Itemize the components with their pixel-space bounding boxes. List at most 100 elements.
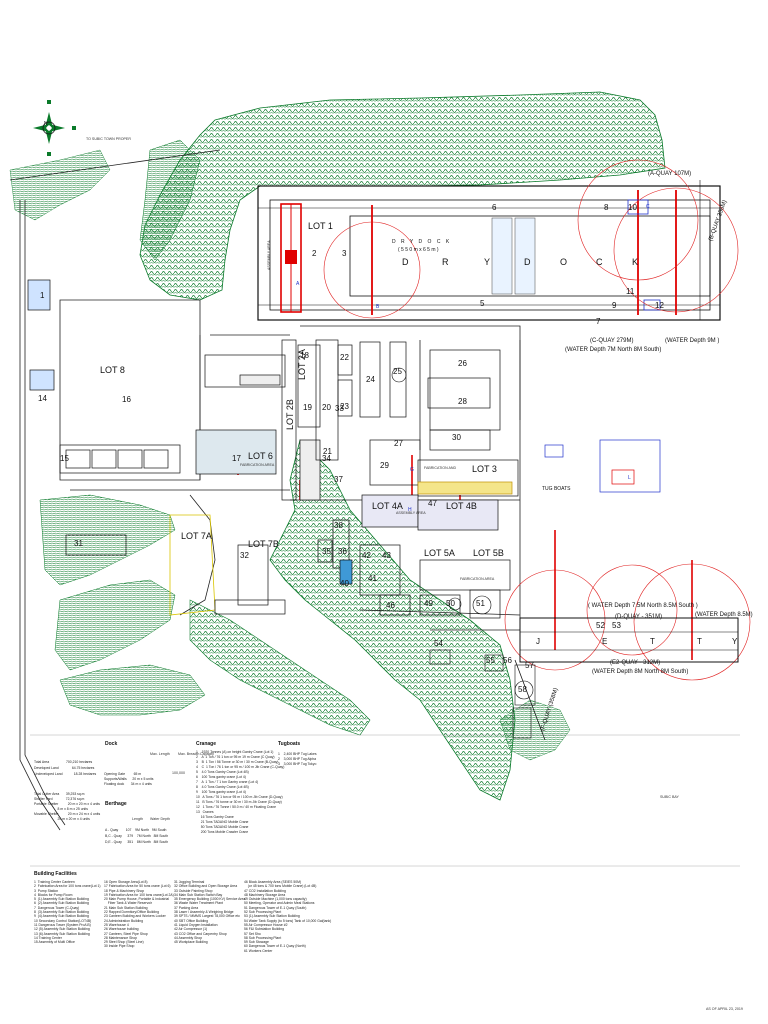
wharf-letter-t1: T	[650, 637, 655, 646]
dock-area-row-1: Total Area 700,210 hectares	[34, 760, 93, 764]
building-facility-item: 59 Sub Stowage	[244, 940, 269, 945]
building-header: Building Facilities	[34, 871, 77, 877]
num-19: 19	[303, 403, 312, 412]
lot-5b-label: LOT 5B	[473, 548, 504, 558]
num-41: 41	[368, 574, 377, 583]
drydock	[257, 180, 721, 321]
building-facility-item: 53 (1) Assembly Sub Station Building	[244, 914, 300, 919]
num-38: 38	[334, 521, 343, 530]
dock-capacity: 100,000	[172, 771, 185, 775]
num-55: 56	[503, 656, 512, 665]
building-facility-item: 24 Administration Building	[104, 918, 144, 923]
extra-row-1: Total Cutter Area 39,253 sq.m	[34, 792, 85, 796]
building-facility-item: 9 (4) Assembly Sub Station Building	[34, 914, 89, 919]
num-18: 18	[300, 351, 309, 360]
lot-7b-label: LOT 7B	[248, 539, 279, 549]
building-facility-item: 43 CO2 Office and Carpentry Shop	[174, 931, 227, 936]
building-facility-item: 6 (2) Assembly Sub Station Building	[34, 901, 89, 906]
building-facility-item: 20 Main Pump House, Portable & Industria…	[104, 897, 170, 902]
drydock-size: ( 5 5 0 m x 6 5 m )	[398, 247, 439, 253]
north-label: N	[44, 121, 48, 127]
drydock-title: D R Y D O C K	[392, 239, 452, 245]
num-42: 42	[362, 551, 371, 560]
building-facility-item: 39 SPTS / MMMS Largest 78,000 Office etc	[174, 914, 240, 919]
building-facility-item: 61 Workers Center	[244, 948, 273, 953]
tugboat-row-3: 3 3,000 BHP Tug Tokyo	[278, 762, 317, 766]
dock-col-length: Max. Length	[150, 752, 170, 756]
lot-1-label: LOT 1	[308, 221, 333, 231]
roads	[9, 149, 521, 831]
building-facility-item: 28 Maintenance Shop	[104, 935, 137, 940]
building-facility-item: 44 Assembly Shop	[174, 935, 203, 940]
drydock-letter-y: Y	[484, 257, 491, 267]
building-facility-item: 58 Sub Processing Plant	[244, 935, 282, 940]
building-facility-item: 27 Canteen, Steel Pipe Shop	[104, 931, 148, 936]
dock-spec-1: Opening Gate 65 m	[104, 772, 142, 776]
building-facility-item: 11 Dangerous Tower (System Pro/LB)	[34, 922, 91, 927]
building-facility-item: 17 Fabrication Area for 50 tons crane (L…	[104, 884, 171, 889]
building-facility-item: 41 Liquid Oxygen Installation	[174, 922, 218, 927]
num-31: 31	[74, 539, 83, 548]
cranage-row-10: 10 A Tons / 76 1 ton or 95 m / 100 m Jib…	[196, 795, 283, 799]
num-15: 15	[60, 454, 69, 463]
building-facility-item: 57 Set Sho	[244, 931, 261, 936]
num-25: 25	[393, 367, 402, 376]
num-29: 29	[380, 461, 389, 470]
building-facility-item: 40 SBT Office Building	[174, 918, 208, 923]
building-facility-item: 51 Dangerous Tower of E-1 Quay (South)	[244, 905, 307, 910]
fabrication-area-lot5: FABRICATION AREA	[460, 577, 495, 581]
quay-letter-h: H	[408, 507, 412, 513]
num-16: 16	[122, 395, 131, 404]
cranage-header: Cranage	[196, 741, 217, 747]
tug-boats-label: TUG BOATS	[542, 486, 571, 492]
building-facility-item: 25 Warehouse 4	[104, 922, 129, 927]
cranage-row-5: 5 4.0 Tons Gantry Crane (Lot 4B)	[196, 770, 249, 774]
building-facility-item: 55 Air Compressor House #2	[244, 922, 288, 927]
building-facility-item: 49 Outside Machine (1,000 tons capacity)	[244, 897, 307, 902]
quay-letter-l: L	[628, 475, 631, 481]
extra-row-3: Portable Shelter 20 m x 20 m x 4 units	[34, 802, 100, 806]
left-buildings	[27, 279, 407, 615]
building-facility-item: 54 Water Tank Supply (to 5 tons) Tank of…	[244, 918, 332, 923]
num-54: 55	[486, 656, 495, 665]
building-facility-item: 21 Main Sub Station Building	[104, 905, 148, 910]
dock-area-row-2: Developed Land 64.75 hectares	[34, 766, 95, 770]
tanks	[391, 367, 534, 700]
building-facility-item: 33 Outside Painting Shop	[174, 888, 213, 893]
cranage-row-14: 16 Tons Gantry Crane	[196, 815, 234, 819]
building-facility-item: 47 CO2 Installation Building	[244, 888, 286, 893]
num-9: 9	[612, 301, 617, 310]
legend-dock: Dock	[105, 742, 117, 747]
building-list-col-2: 16 Open Storage Area(Lot 8)17 Fabricatio…	[104, 880, 174, 949]
building-facility-item: 5 (1) Assembly Sub Station Building	[34, 897, 89, 902]
assembly-area-lot4: ASSEMBLY AREA	[396, 511, 426, 515]
wharf-letter-y: Y	[732, 637, 738, 646]
tugboats-header: Tugboats	[278, 741, 301, 747]
cranage-row-16: 50 Tons TADANO Mobile Crane	[196, 825, 249, 829]
num-52: 53	[612, 621, 621, 630]
num-49: 50	[446, 599, 455, 608]
dock-area-row-3: Undeveloped Land 18.28 hectares	[34, 772, 97, 776]
e-quay-label: (E2-QUAY - 312M)	[610, 660, 661, 666]
cranage-row-7: 7 A 1 Ton / 7 1 ton Gantry crane (Lot 4)	[196, 780, 259, 784]
num-3: 3	[342, 249, 347, 258]
cranage-row-6: 6 100 Tons gantry crane (Lot 4)	[196, 775, 246, 779]
berthage-header: Berthage	[105, 801, 127, 807]
building-facility-item: 16 Open Storage Area(Lot 8)	[104, 880, 148, 884]
num-7: 7	[596, 317, 601, 326]
cranage-row-4: 4 C 1 Ton / 76 1 ton or 95 m / 100 m Jib…	[196, 765, 285, 769]
building-facility-item: 4 Blocks for Pump Room	[34, 892, 73, 897]
num-57: 58	[518, 685, 527, 694]
building-facility-item: (or 45 tons & 700 tons Mobile Crane) (Lo…	[244, 884, 317, 889]
berthage-row-1: A - Quay 107 9M North 9M South	[105, 828, 167, 832]
fabrication-area-lot6: FABRICATION AREA	[240, 463, 275, 467]
lot-7a-label: LOT 7A	[181, 531, 212, 541]
central-buildings	[359, 349, 661, 619]
num-32: 32	[240, 551, 249, 560]
berthage-col-length: Length	[132, 817, 143, 821]
num-37: 37	[334, 475, 343, 484]
tugboat-row-2: 2 3,000 BHP Tug Alpha	[278, 757, 317, 761]
num-28: 28	[458, 397, 467, 406]
to-town-label: TO SUBIC TOWN PROPER	[86, 137, 131, 141]
